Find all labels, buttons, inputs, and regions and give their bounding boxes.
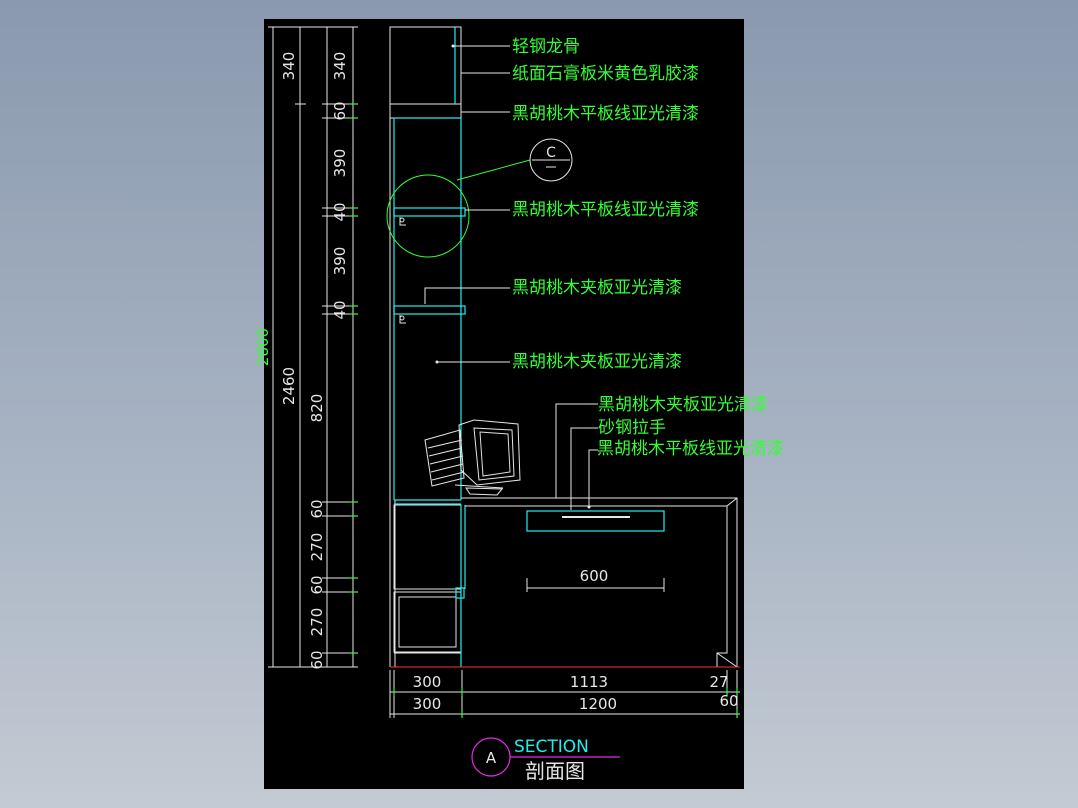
dim-outer-9: 270 (308, 533, 326, 562)
dim-outer-8: 60 (308, 499, 326, 518)
cabinet-cyan-panels (393, 27, 466, 667)
dim-outer-7: 820 (308, 394, 326, 423)
dim-outer-3: 390 (331, 149, 349, 178)
dim-bottom-2a: 300 (413, 695, 442, 713)
dim-outer-11: 270 (308, 608, 326, 637)
desk (461, 497, 738, 668)
dim-inner: 600 (580, 567, 609, 585)
cabinet-outline (389, 26, 462, 667)
dim-outer-10: 60 (308, 575, 326, 594)
label-light-steel-keel: 轻钢龙骨 (512, 37, 580, 57)
section-drawing: 340 60 390 40 390 40 820 60 270 60 270 6… (254, 26, 784, 783)
title-cn: 剖面图 (525, 759, 585, 783)
dim-bottom-1c: 27 (709, 673, 728, 691)
dim-outer-4: 40 (331, 202, 349, 221)
label-steel-handle: 砂钢拉手 (598, 418, 666, 438)
dim-outer-2: 60 (331, 101, 349, 120)
label-gypsum-board: 纸面石膏板米黄色乳胶漆 (512, 63, 699, 84)
dim-mid-1: 340 (280, 52, 298, 81)
leader-lines (424, 45, 598, 510)
dim-outer-1: 340 (331, 52, 349, 81)
cad-drawing-canvas[interactable]: 340 60 390 40 390 40 820 60 270 60 270 6… (254, 19, 784, 789)
label-walnut-plywood-3: 黑胡桃木夹板亚光清漆 (598, 395, 768, 415)
dim-overall: 2800 (254, 328, 272, 366)
label-walnut-trim-3: 黑胡桃木平板线亚光清漆 (597, 439, 784, 459)
left-dimension-lines (268, 26, 358, 668)
section-marker-label: A (486, 749, 497, 767)
dim-mid-2: 2460 (280, 367, 298, 405)
bottom-dimension-lines (389, 670, 740, 718)
bottom-dimension-ticks (393, 688, 738, 718)
title-en: SECTION (514, 737, 589, 757)
dim-bottom-2c: 60 (719, 692, 738, 710)
dim-bottom-1a: 300 (413, 673, 442, 691)
label-walnut-trim-2: 黑胡桃木平板线亚光清漆 (512, 200, 699, 220)
desk-drawer (526, 510, 665, 532)
dim-outer-6: 40 (331, 300, 349, 319)
dim-bottom-2b: 1200 (579, 695, 617, 713)
label-walnut-trim-1: 黑胡桃木平板线亚光清漆 (512, 104, 699, 124)
left-dimension-ticks (349, 103, 357, 654)
dim-bottom-1b: 1113 (570, 673, 608, 691)
monitor-icon (424, 419, 521, 496)
dim-outer-12: 60 (308, 650, 326, 669)
label-walnut-plywood-1: 黑胡桃木夹板亚光清漆 (512, 278, 682, 298)
detail-marker-label: C (546, 145, 556, 161)
detail-callout-circle (386, 174, 470, 258)
dim-outer-5: 390 (331, 247, 349, 276)
detail-marker-circle (529, 138, 573, 182)
label-walnut-plywood-2: 黑胡桃木夹板亚光清漆 (512, 352, 682, 372)
